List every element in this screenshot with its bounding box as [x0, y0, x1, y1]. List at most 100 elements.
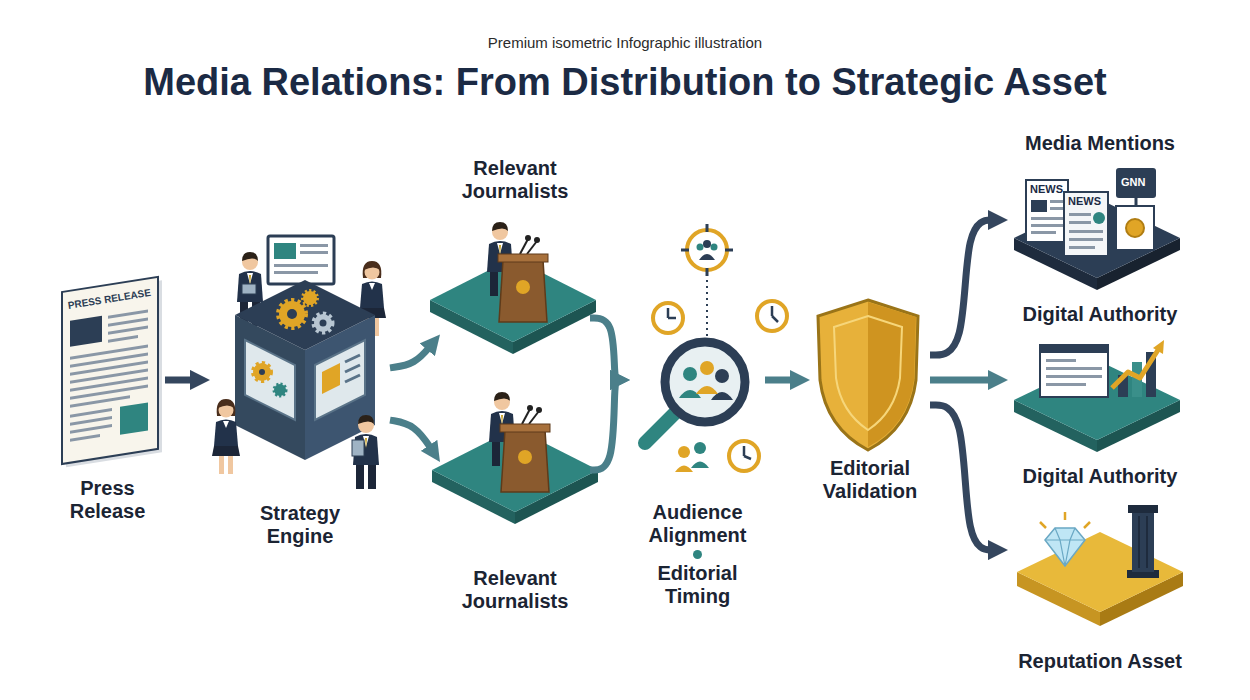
flow-arrow — [165, 376, 198, 383]
process-node: Audience AlignmentEditorial Timing — [630, 225, 765, 610]
audience-magnifier-illustration — [729, 441, 759, 471]
strategy-engine-illustration — [303, 291, 317, 305]
node-label: Editorial Timing — [638, 562, 758, 608]
node-label: Relevant Journalists — [450, 157, 580, 203]
node-label: Audience Alignment — [638, 501, 758, 547]
journalist-podium-bottom — [500, 424, 550, 432]
journalist-podium-top — [516, 280, 530, 294]
reputation-asset-platform — [1017, 532, 1183, 612]
audience-magnifier-illustration — [715, 369, 729, 383]
audience-magnifier-illustration — [703, 240, 711, 248]
flow-arrow — [930, 405, 996, 550]
strategy-engine-illustration — [242, 284, 256, 294]
flow-arrow — [390, 344, 432, 368]
press-release-document — [108, 325, 148, 334]
label-stack: Audience AlignmentEditorial Timing — [638, 501, 758, 608]
node-label: Media Mentions — [1012, 132, 1188, 155]
journalist-podium-top — [430, 258, 596, 354]
press-release-document — [70, 376, 148, 391]
press-release-document — [70, 368, 148, 383]
edge-group — [165, 220, 996, 550]
media-mentions-platform — [1031, 231, 1056, 234]
flow-arrow — [930, 220, 996, 355]
reputation-asset-platform — [1132, 512, 1154, 572]
audience-magnifier-illustration — [678, 446, 690, 458]
digital-authority-platform — [1046, 383, 1086, 386]
reputation-asset-platform — [1146, 516, 1148, 568]
journalist-podium-top — [499, 260, 547, 322]
digital-authority-platform — [1046, 375, 1102, 378]
journalist-podium-bottom — [432, 428, 598, 524]
audience-magnifier-illustration — [653, 303, 683, 333]
journalist-podium-top — [430, 222, 596, 354]
digital-authority-platform — [1112, 350, 1158, 388]
validation-shield — [818, 300, 918, 450]
press-release-document — [70, 352, 148, 367]
strategy-engine-illustration — [345, 375, 360, 382]
journalist-podium-top — [534, 237, 540, 243]
media-mentions-platform — [1069, 230, 1103, 233]
digital-authority-platform — [1046, 367, 1102, 370]
media-mentions-platform — [1031, 224, 1064, 227]
strategy-engine-illustration — [353, 415, 379, 489]
strategy-engine-illustration — [322, 363, 340, 394]
newspaper-masthead: NEWS — [1068, 195, 1101, 208]
media-mentions-platform — [1116, 168, 1156, 198]
journalist-podium-bottom — [432, 392, 598, 524]
strategy-engine-illustration — [253, 363, 271, 381]
journalist-podium-bottom — [527, 405, 533, 411]
separator-dot — [693, 550, 702, 559]
process-node: Relevant Journalists — [440, 385, 590, 615]
process-node: Media MentionsDigital Authority — [1008, 130, 1192, 328]
audience-magnifier-illustration — [744, 456, 751, 459]
reputation-asset-platform — [1045, 528, 1085, 566]
strategy-engine-illustration — [279, 301, 305, 327]
audience-magnifier-illustration — [665, 342, 745, 422]
audience-magnifier-illustration — [681, 249, 689, 252]
audience-magnifier-illustration — [711, 244, 718, 251]
process-node: Strategy Engine — [210, 250, 390, 550]
media-mentions-platform — [1069, 246, 1095, 249]
label-stack: Strategy Engine — [250, 502, 350, 548]
audience-magnifier-illustration — [700, 361, 714, 375]
audience-magnifier-illustration — [706, 280, 708, 336]
reputation-asset-platform — [1017, 505, 1183, 626]
media-mentions-platform — [1050, 200, 1064, 203]
digital-authority-platform — [1046, 359, 1076, 362]
label-stack: Relevant Journalists — [450, 567, 580, 613]
digital-authority-platform — [1014, 340, 1180, 452]
flow-arrow — [590, 380, 618, 470]
audience-magnifier-illustration — [696, 386, 718, 394]
journalist-podium-bottom — [529, 411, 539, 424]
subtitle: Premium isometric Infographic illustrati… — [0, 34, 1250, 51]
media-mentions-platform — [1014, 168, 1180, 290]
audience-magnifier-illustration — [772, 316, 778, 322]
journalist-podium-top — [498, 254, 548, 262]
flow-arrow — [390, 420, 433, 452]
journalist-podium-bottom — [501, 430, 549, 492]
audience-magnifier-illustration — [706, 268, 709, 276]
digital-authority-platform — [1153, 340, 1164, 354]
audience-magnifier-illustration — [691, 462, 709, 469]
press-release-document — [108, 309, 148, 318]
press-release-document — [70, 416, 112, 426]
label-stack: Editorial Validation — [815, 457, 925, 503]
audience-magnifier-illustration — [706, 224, 709, 232]
strategy-engine-illustration — [212, 236, 386, 489]
audience-magnifier-illustration — [743, 446, 746, 456]
press-release-document — [70, 360, 148, 375]
press-release-document — [70, 395, 130, 408]
strategy-engine-illustration — [287, 309, 297, 319]
node-label: Reputation Asset — [1012, 650, 1188, 673]
audience-magnifier-illustration — [667, 308, 670, 318]
validation-shield — [834, 316, 902, 430]
process-node: Editorial Validation — [810, 295, 930, 505]
audience-magnifier-illustration — [675, 466, 693, 473]
strategy-engine-illustration — [300, 251, 328, 254]
press-release-document — [70, 344, 148, 359]
media-mentions-platform — [1031, 200, 1047, 212]
journalist-podium-bottom — [522, 409, 530, 424]
reputation-asset-platform — [1064, 512, 1067, 520]
